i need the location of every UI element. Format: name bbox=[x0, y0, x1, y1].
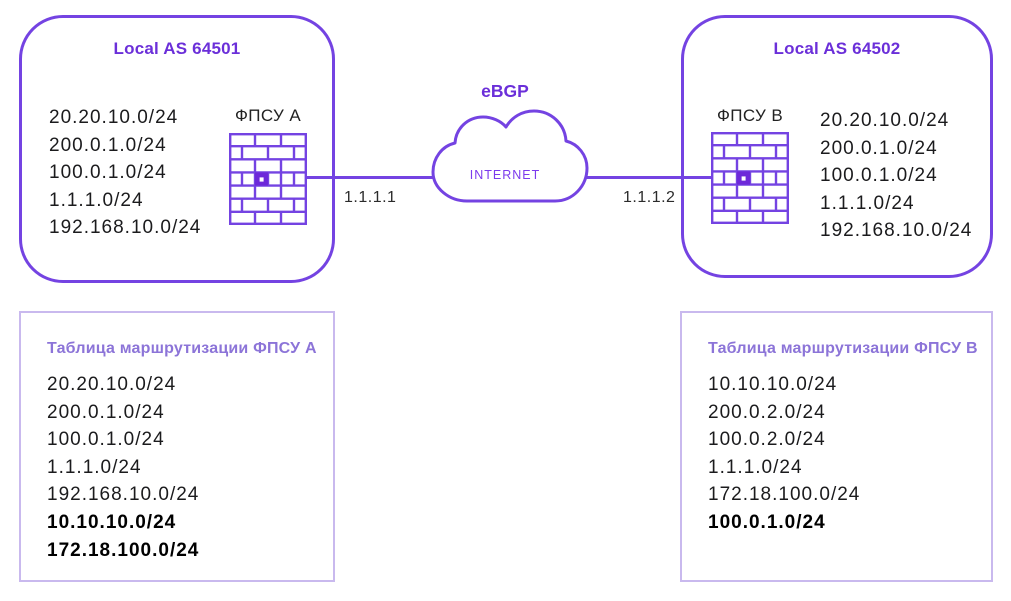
firewall-b-icon bbox=[711, 132, 789, 224]
route-entry: 200.0.2.0/24 bbox=[708, 401, 826, 423]
link-line-left bbox=[306, 175, 506, 179]
firewall-b-label: ФПСУ B bbox=[716, 106, 784, 125]
route-entry: 100.0.2.0/24 bbox=[708, 429, 826, 451]
route-entry: 1.1.1.0/24 bbox=[47, 456, 142, 478]
firewall-a-icon bbox=[229, 133, 307, 225]
route-entry: 1.1.1.0/24 bbox=[708, 456, 803, 478]
link-line-right bbox=[518, 175, 711, 179]
internet-label: INTERNET bbox=[469, 168, 541, 182]
route-entry: 200.0.1.0/24 bbox=[47, 401, 165, 423]
as-right-title: Local AS 64502 bbox=[773, 39, 901, 58]
as-right-network-list: 20.20.10.0/24 200.0.1.0/24 100.0.1.0/24 … bbox=[820, 107, 972, 245]
network-prefix: 1.1.1.0/24 bbox=[49, 189, 144, 211]
route-entry: 100.0.1.0/24 bbox=[47, 429, 165, 451]
cloud-icon bbox=[431, 109, 589, 203]
route-entry-learned: 10.10.10.0/24 bbox=[47, 511, 177, 533]
link-ip-right: 1.1.1.2 bbox=[623, 189, 676, 206]
network-prefix: 20.20.10.0/24 bbox=[49, 107, 179, 128]
network-prefix: 192.168.10.0/24 bbox=[820, 220, 973, 241]
link-ip-left: 1.1.1.1 bbox=[344, 189, 397, 206]
routing-table-a-title: Таблица маршрутизации ФПСУ A bbox=[47, 340, 317, 357]
network-prefix: 200.0.1.0/24 bbox=[49, 134, 167, 156]
routing-table-b-title: Таблица маршрутизации ФПСУ B bbox=[708, 340, 978, 357]
route-entry: 172.18.100.0/24 bbox=[708, 484, 861, 506]
network-prefix: 1.1.1.0/24 bbox=[820, 192, 915, 214]
route-entry: 10.10.10.0/24 bbox=[708, 374, 838, 395]
network-prefix: 100.0.1.0/24 bbox=[820, 165, 938, 186]
route-entry: 192.168.10.0/24 bbox=[47, 484, 200, 506]
route-entry: 20.20.10.0/24 bbox=[47, 374, 177, 395]
routing-table-b-list: 10.10.10.0/24 200.0.2.0/24 100.0.2.0/24 … bbox=[708, 371, 860, 537]
firewall-a-label: ФПСУ A bbox=[234, 106, 302, 125]
as-left-title: Local AS 64501 bbox=[113, 39, 241, 58]
as-left-network-list: 20.20.10.0/24 200.0.1.0/24 100.0.1.0/24 … bbox=[49, 104, 201, 242]
ebgp-label: eBGP bbox=[481, 81, 529, 101]
network-prefix: 192.168.10.0/24 bbox=[49, 217, 202, 238]
routing-table-a: Таблица маршрутизации ФПСУ A 20.20.10.0/… bbox=[19, 311, 335, 582]
route-entry-learned: 100.0.1.0/24 bbox=[708, 511, 826, 533]
routing-table-a-list: 20.20.10.0/24 200.0.1.0/24 100.0.1.0/24 … bbox=[47, 371, 199, 564]
routing-table-b: Таблица маршрутизации ФПСУ B 10.10.10.0/… bbox=[680, 311, 993, 582]
network-prefix: 200.0.1.0/24 bbox=[820, 137, 938, 159]
route-entry-learned: 172.18.100.0/24 bbox=[47, 539, 200, 561]
internet-cloud: INTERNET bbox=[421, 109, 589, 213]
network-prefix: 100.0.1.0/24 bbox=[49, 162, 167, 183]
network-prefix: 20.20.10.0/24 bbox=[820, 110, 950, 131]
